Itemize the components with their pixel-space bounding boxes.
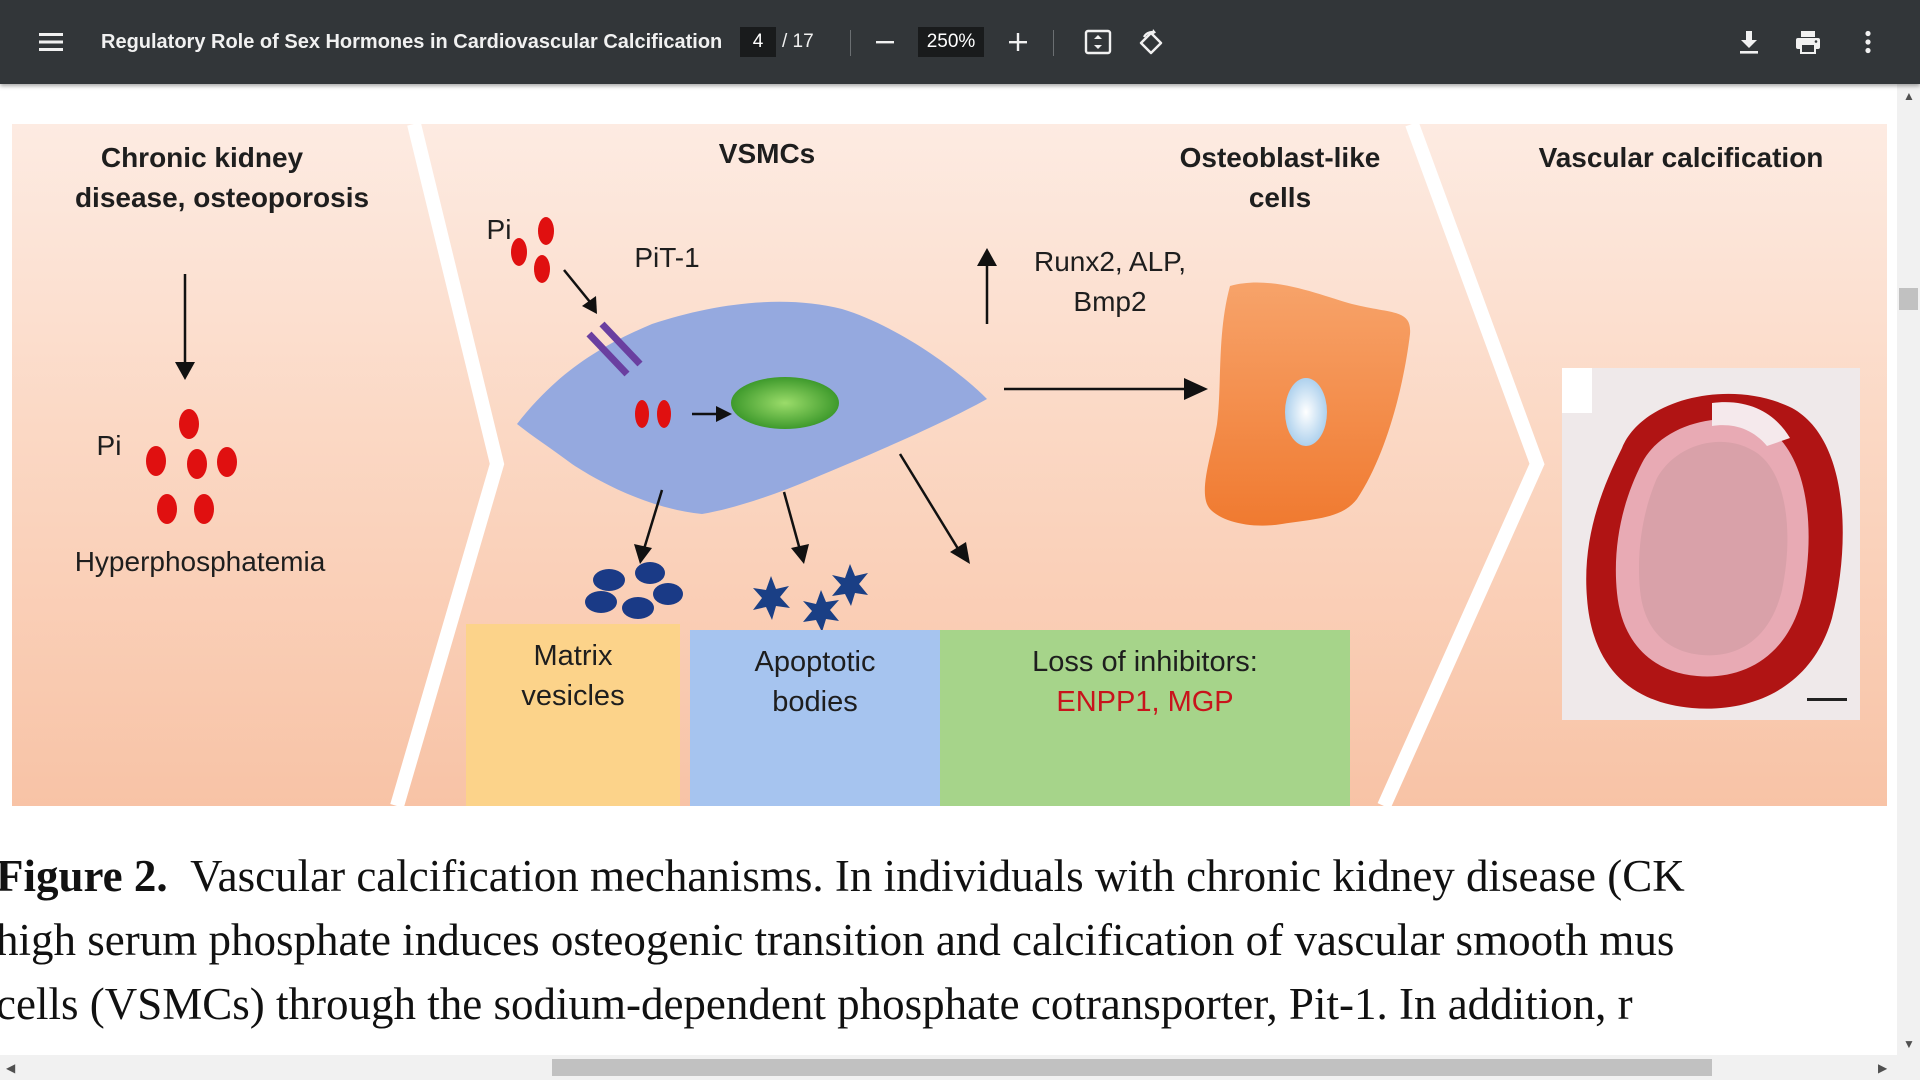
toolbar-divider xyxy=(850,30,851,56)
panel2-pi-label: Pi xyxy=(486,214,512,245)
arrow xyxy=(642,489,664,550)
matrix-line2: vesicles xyxy=(521,680,625,712)
fit-to-page-icon[interactable] xyxy=(1076,20,1120,64)
down-arrow-head xyxy=(175,362,195,380)
pit1-transporter xyxy=(586,331,630,377)
markers-line2: Bmp2 xyxy=(1073,286,1147,317)
caption-text-line3: cells (VSMCs) through the sodium-depende… xyxy=(0,979,1633,1029)
phosphate-dots xyxy=(511,217,554,283)
rotate-icon[interactable] xyxy=(1129,20,1173,64)
hamburger-menu-icon[interactable] xyxy=(29,20,73,64)
internal-pi xyxy=(657,400,671,428)
osteoblast-nucleus xyxy=(1285,378,1327,446)
apoptotic-bodies-box xyxy=(690,630,940,806)
markers-line1: Runx2, ALP, xyxy=(1033,246,1187,277)
panel4-title: Vascular calcification xyxy=(1538,142,1824,173)
caption-text-line1: Vascular calcification mechanisms. In in… xyxy=(190,851,1685,901)
panel1-pi-label: Pi xyxy=(96,430,122,461)
scroll-down-arrow-icon[interactable]: ▼ xyxy=(1903,1037,1915,1051)
toolbar-divider xyxy=(1053,30,1054,56)
panel1-title-line2: disease, osteoporosis xyxy=(74,182,370,213)
pit1-label: PiT-1 xyxy=(634,242,700,273)
page-total: / 17 xyxy=(782,31,814,52)
caption-text-line2: high serum phosphate induces osteogenic … xyxy=(0,915,1675,965)
document-viewer[interactable]: Chronic kidney disease, osteoporosis Pi … xyxy=(0,84,1897,1055)
apoptotic-line2: bodies xyxy=(772,686,858,718)
vertical-scroll-thumb[interactable] xyxy=(1899,288,1918,310)
minus-icon[interactable] xyxy=(863,20,907,64)
arrow-head xyxy=(977,248,997,266)
figure-artwork xyxy=(146,124,1545,806)
scroll-left-arrow-icon[interactable]: ◀ xyxy=(6,1061,16,1075)
chevron-separator xyxy=(390,124,505,806)
arrow-head xyxy=(791,544,809,564)
loss-line1: Loss of inhibitors: xyxy=(1032,646,1258,678)
figure-label: Figure 2. xyxy=(0,851,168,901)
matrix-line1: Matrix xyxy=(533,640,613,672)
pdf-toolbar: Regulatory Role of Sex Hormones in Cardi… xyxy=(0,0,1920,84)
page-number-input[interactable]: 4 xyxy=(740,27,776,57)
arrow xyxy=(898,453,962,553)
loss-line2: ENPP1, MGP xyxy=(1056,686,1234,718)
apoptotic-line1: Apoptotic xyxy=(754,646,876,678)
calcification-micrograph xyxy=(1562,368,1860,720)
figure-2-diagram: Chronic kidney disease, osteoporosis Pi … xyxy=(12,124,1887,806)
apoptotic-bodies-label: Apoptotic bodies xyxy=(690,630,940,806)
arrow-head xyxy=(950,542,970,564)
panel3-title-line2: cells xyxy=(1248,182,1312,213)
zoom-level-input[interactable]: 250% xyxy=(918,27,984,57)
matrix-vesicles-label: Matrix vesicles xyxy=(466,624,680,806)
internal-pi xyxy=(635,400,649,428)
panel3-title-line1: Osteoblast-like xyxy=(1179,142,1381,173)
hyperphosphatemia-label: Hyperphosphatemia xyxy=(74,546,326,577)
arrow-head xyxy=(1184,378,1208,400)
horizontal-scroll-thumb[interactable] xyxy=(552,1059,1712,1076)
pi-uptake-arrow xyxy=(563,269,591,303)
arrow-head xyxy=(716,406,732,422)
matrix-vesicles xyxy=(585,562,683,619)
arrow xyxy=(782,491,802,551)
vertical-scrollbar[interactable] xyxy=(1897,84,1920,1055)
print-icon[interactable] xyxy=(1786,20,1830,64)
loss-of-inhibitors-label: Loss of inhibitors: ENPP1, MGP xyxy=(940,630,1350,806)
plus-icon[interactable] xyxy=(996,20,1040,64)
loss-of-inhibitors-box xyxy=(940,630,1350,806)
download-icon[interactable] xyxy=(1727,20,1771,64)
chevron-separator xyxy=(1377,124,1545,806)
caption-line1: Figure 2. Vascular calcification mechani… xyxy=(0,844,1897,908)
nucleus xyxy=(731,377,839,429)
document-title: Regulatory Role of Sex Hormones in Cardi… xyxy=(101,31,723,53)
apoptotic-bodies xyxy=(753,564,868,632)
arrow-head xyxy=(582,296,597,314)
more-vertical-icon[interactable] xyxy=(1846,20,1890,64)
scroll-up-arrow-icon[interactable]: ▲ xyxy=(1903,89,1915,103)
panel1-title-line1: Chronic kidney xyxy=(100,142,304,173)
scroll-right-arrow-icon[interactable]: ▶ xyxy=(1878,1061,1888,1075)
phosphate-dots xyxy=(146,409,237,524)
arrow-head xyxy=(634,544,652,564)
matrix-vesicles-box xyxy=(466,624,680,806)
panel2-title: VSMCs xyxy=(718,138,816,169)
pit1-transporter xyxy=(599,321,643,367)
